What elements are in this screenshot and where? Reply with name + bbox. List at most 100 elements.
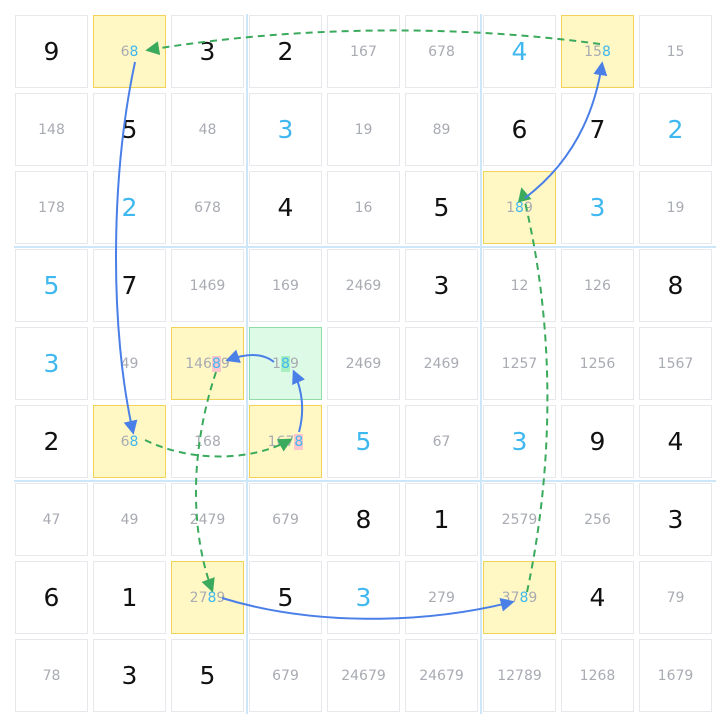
cell-r7c1[interactable]: 47 [15,483,88,556]
cell-r9c2[interactable]: 3 [93,639,166,712]
candidates: 3789 [502,590,538,606]
cell-r4c2[interactable]: 7 [93,249,166,322]
cell-r5c3[interactable]: 14689 [171,327,244,400]
cell-r7c7[interactable]: 2579 [483,483,556,556]
cell-r5c8[interactable]: 1256 [561,327,634,400]
cell-r1c3[interactable]: 3 [171,15,244,88]
cell-r1c6[interactable]: 678 [405,15,478,88]
cell-r2c9[interactable]: 2 [639,93,712,166]
cell-r2c6[interactable]: 89 [405,93,478,166]
cell-r9c1[interactable]: 78 [15,639,88,712]
cell-r1c1[interactable]: 9 [15,15,88,88]
cell-r8c8[interactable]: 4 [561,561,634,634]
cell-r1c5[interactable]: 167 [327,15,400,88]
cell-r1c9[interactable]: 15 [639,15,712,88]
cell-r6c4[interactable]: 1678 [249,405,322,478]
cell-r2c8[interactable]: 7 [561,93,634,166]
cell-r8c7[interactable]: 3789 [483,561,556,634]
cell-r5c6[interactable]: 2469 [405,327,478,400]
candidates: 2789 [190,590,226,606]
cell-r7c6[interactable]: 1 [405,483,478,556]
cell-r5c5[interactable]: 2469 [327,327,400,400]
cell-r6c6[interactable]: 67 [405,405,478,478]
cell-r3c2[interactable]: 2 [93,171,166,244]
candidates: 2479 [189,511,226,528]
cell-value: 2 [121,193,138,222]
cell-r2c5[interactable]: 19 [327,93,400,166]
cell-r9c8[interactable]: 1268 [561,639,634,712]
cell-value: 5 [121,115,138,144]
cell-r3c3[interactable]: 678 [171,171,244,244]
cell-r8c2[interactable]: 1 [93,561,166,634]
cell-value: 6 [511,115,528,144]
cell-r1c7[interactable]: 4 [483,15,556,88]
box-divider [14,480,716,482]
cell-r3c4[interactable]: 4 [249,171,322,244]
cell-r4c4[interactable]: 169 [249,249,322,322]
candidates: 14689 [185,355,230,372]
cell-r4c3[interactable]: 1469 [171,249,244,322]
cell-r4c5[interactable]: 2469 [327,249,400,322]
cell-r9c5[interactable]: 24679 [327,639,400,712]
cell-r3c7[interactable]: 189 [483,171,556,244]
cell-r3c9[interactable]: 19 [639,171,712,244]
cell-r4c8[interactable]: 126 [561,249,634,322]
cell-r3c8[interactable]: 3 [561,171,634,244]
cell-r2c3[interactable]: 48 [171,93,244,166]
candidates: 148 [38,121,65,138]
cell-r7c2[interactable]: 49 [93,483,166,556]
cell-r2c4[interactable]: 3 [249,93,322,166]
cell-r6c1[interactable]: 2 [15,405,88,478]
cell-r3c5[interactable]: 16 [327,171,400,244]
cell-r6c7[interactable]: 3 [483,405,556,478]
cell-r7c3[interactable]: 2479 [171,483,244,556]
candidate-digit: 1 [584,43,594,60]
cell-r9c6[interactable]: 24679 [405,639,478,712]
cell-r6c9[interactable]: 4 [639,405,712,478]
cell-r5c4[interactable]: 189 [249,327,322,400]
cell-r8c3[interactable]: 2789 [171,561,244,634]
cell-r9c9[interactable]: 1679 [639,639,712,712]
cell-r9c3[interactable]: 5 [171,639,244,712]
cell-r8c1[interactable]: 6 [15,561,88,634]
cell-r5c9[interactable]: 1567 [639,327,712,400]
cell-r9c7[interactable]: 12789 [483,639,556,712]
cell-value: 6 [43,583,60,612]
cell-r7c4[interactable]: 679 [249,483,322,556]
cell-r1c2[interactable]: 68 [93,15,166,88]
cell-r7c9[interactable]: 3 [639,483,712,556]
candidate-digit: 1 [506,199,516,216]
cell-r6c3[interactable]: 168 [171,405,244,478]
cell-r8c6[interactable]: 279 [405,561,478,634]
cell-r2c2[interactable]: 5 [93,93,166,166]
cell-r4c6[interactable]: 3 [405,249,478,322]
candidates: 169 [272,277,299,294]
candidates: 126 [584,277,611,294]
cell-r4c9[interactable]: 8 [639,249,712,322]
cell-r6c8[interactable]: 9 [561,405,634,478]
cell-r6c5[interactable]: 5 [327,405,400,478]
cell-r8c5[interactable]: 3 [327,561,400,634]
candidate-digit: 6 [120,43,130,60]
cell-r2c1[interactable]: 148 [15,93,88,166]
cell-r5c2[interactable]: 49 [93,327,166,400]
candidate-digit: 7 [198,589,208,606]
cell-value: 5 [277,583,294,612]
candidates: 16 [354,199,373,216]
cell-r4c1[interactable]: 5 [15,249,88,322]
cell-r7c8[interactable]: 256 [561,483,634,556]
cell-r3c6[interactable]: 5 [405,171,478,244]
cell-r8c9[interactable]: 79 [639,561,712,634]
cell-r2c7[interactable]: 6 [483,93,556,166]
cell-r8c4[interactable]: 5 [249,561,322,634]
cell-r7c5[interactable]: 8 [327,483,400,556]
cell-r1c4[interactable]: 2 [249,15,322,88]
cell-r1c8[interactable]: 158 [561,15,634,88]
cell-r9c4[interactable]: 679 [249,639,322,712]
cell-r3c1[interactable]: 178 [15,171,88,244]
cell-r5c7[interactable]: 1257 [483,327,556,400]
cell-r4c7[interactable]: 12 [483,249,556,322]
cell-r6c2[interactable]: 68 [93,405,166,478]
cell-r5c1[interactable]: 3 [15,327,88,400]
cell-value: 3 [121,661,138,690]
